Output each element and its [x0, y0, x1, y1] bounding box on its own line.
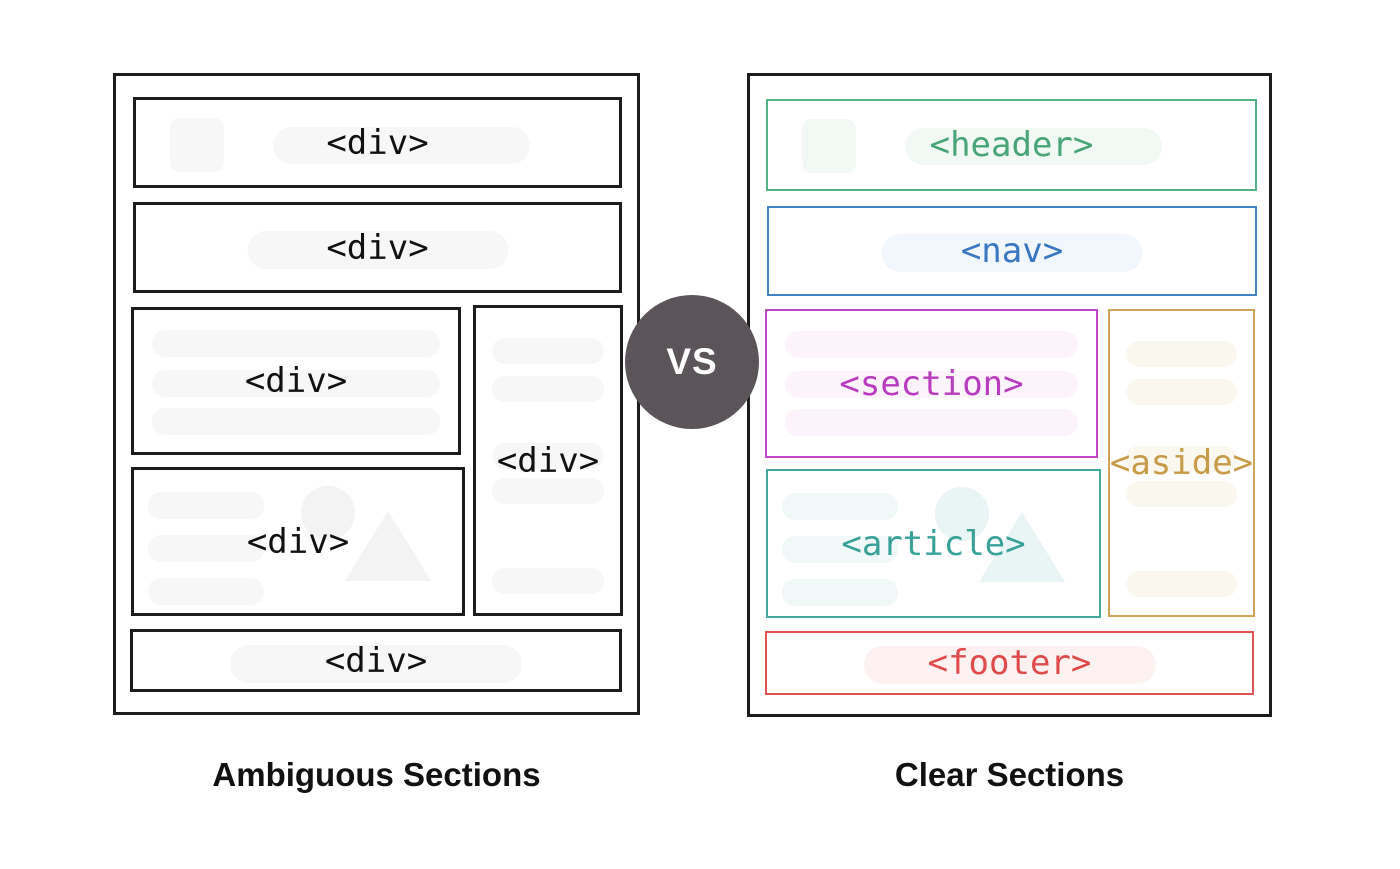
div-tag-label: <div>	[324, 640, 428, 681]
section-tag-label: <section>	[839, 363, 1024, 404]
text-placeholder-pill	[785, 331, 1078, 358]
div-article-box: <div>	[131, 467, 465, 616]
text-placeholder-pill	[782, 579, 898, 606]
text-placeholder-pill	[863, 646, 1156, 684]
clear-sections-panel: <header> <nav> <section> <aside> <	[747, 73, 1272, 717]
header-box: <header>	[766, 99, 1257, 191]
div-tag-label: <div>	[326, 122, 429, 163]
ambiguous-sections-panel: <div> <div> <div> <div> <div>	[113, 73, 640, 715]
div-banner-box: <div>	[133, 97, 622, 188]
text-placeholder-pill	[273, 127, 530, 164]
article-box: <article>	[766, 469, 1101, 618]
text-placeholder-pill	[492, 376, 604, 402]
text-placeholder-pill	[1126, 481, 1237, 507]
image-placeholder-triangle	[979, 512, 1065, 582]
nav-box: <nav>	[767, 206, 1257, 296]
section-box: <section>	[765, 309, 1098, 458]
text-placeholder-pill	[148, 492, 264, 519]
text-placeholder-pill	[785, 371, 1078, 398]
clear-sections-caption: Clear Sections	[894, 756, 1125, 793]
text-placeholder-pill	[905, 128, 1162, 165]
text-placeholder-pill	[148, 535, 264, 562]
logo-placeholder	[170, 118, 224, 172]
text-placeholder-pill	[152, 408, 440, 435]
header-tag-label: <header>	[929, 125, 1094, 165]
vs-badge: VS	[625, 295, 759, 429]
image-placeholder-triangle	[345, 511, 431, 581]
div-tag-label: <div>	[246, 521, 350, 562]
text-placeholder-pill	[247, 231, 508, 269]
text-placeholder-pill	[1126, 446, 1237, 472]
footer-box: <footer>	[765, 631, 1254, 695]
div-footer-box: <div>	[130, 629, 622, 692]
div-sidebar-box: <div>	[473, 305, 623, 616]
logo-placeholder	[802, 119, 856, 173]
aside-box: <aside>	[1108, 309, 1255, 617]
text-placeholder-pill	[782, 493, 898, 520]
div-tag-label: <div>	[244, 361, 348, 401]
ambiguous-sections-caption: Ambiguous Sections	[212, 756, 541, 793]
article-tag-label: <article>	[841, 523, 1026, 564]
div-nav-box: <div>	[133, 202, 622, 293]
aside-tag-label: <aside>	[1109, 443, 1254, 483]
text-placeholder-pill	[881, 234, 1143, 272]
text-placeholder-pill	[152, 370, 440, 397]
text-placeholder-pill	[492, 568, 604, 594]
text-placeholder-pill	[230, 645, 522, 683]
nav-tag-label: <nav>	[960, 231, 1064, 271]
text-placeholder-pill	[785, 409, 1078, 436]
text-placeholder-pill	[152, 330, 440, 357]
text-placeholder-pill	[1126, 379, 1237, 405]
text-placeholder-pill	[492, 338, 604, 364]
text-placeholder-pill	[1126, 341, 1237, 367]
text-placeholder-pill	[492, 478, 604, 504]
div-tag-label: <div>	[496, 440, 600, 481]
text-placeholder-pill	[782, 536, 898, 563]
footer-tag-label: <footer>	[927, 643, 1092, 683]
text-placeholder-pill	[1126, 571, 1237, 597]
text-placeholder-pill	[492, 443, 604, 469]
vs-label: VS	[666, 341, 718, 382]
div-content-box: <div>	[131, 307, 461, 455]
div-tag-label: <div>	[326, 227, 429, 268]
text-placeholder-pill	[148, 578, 264, 605]
